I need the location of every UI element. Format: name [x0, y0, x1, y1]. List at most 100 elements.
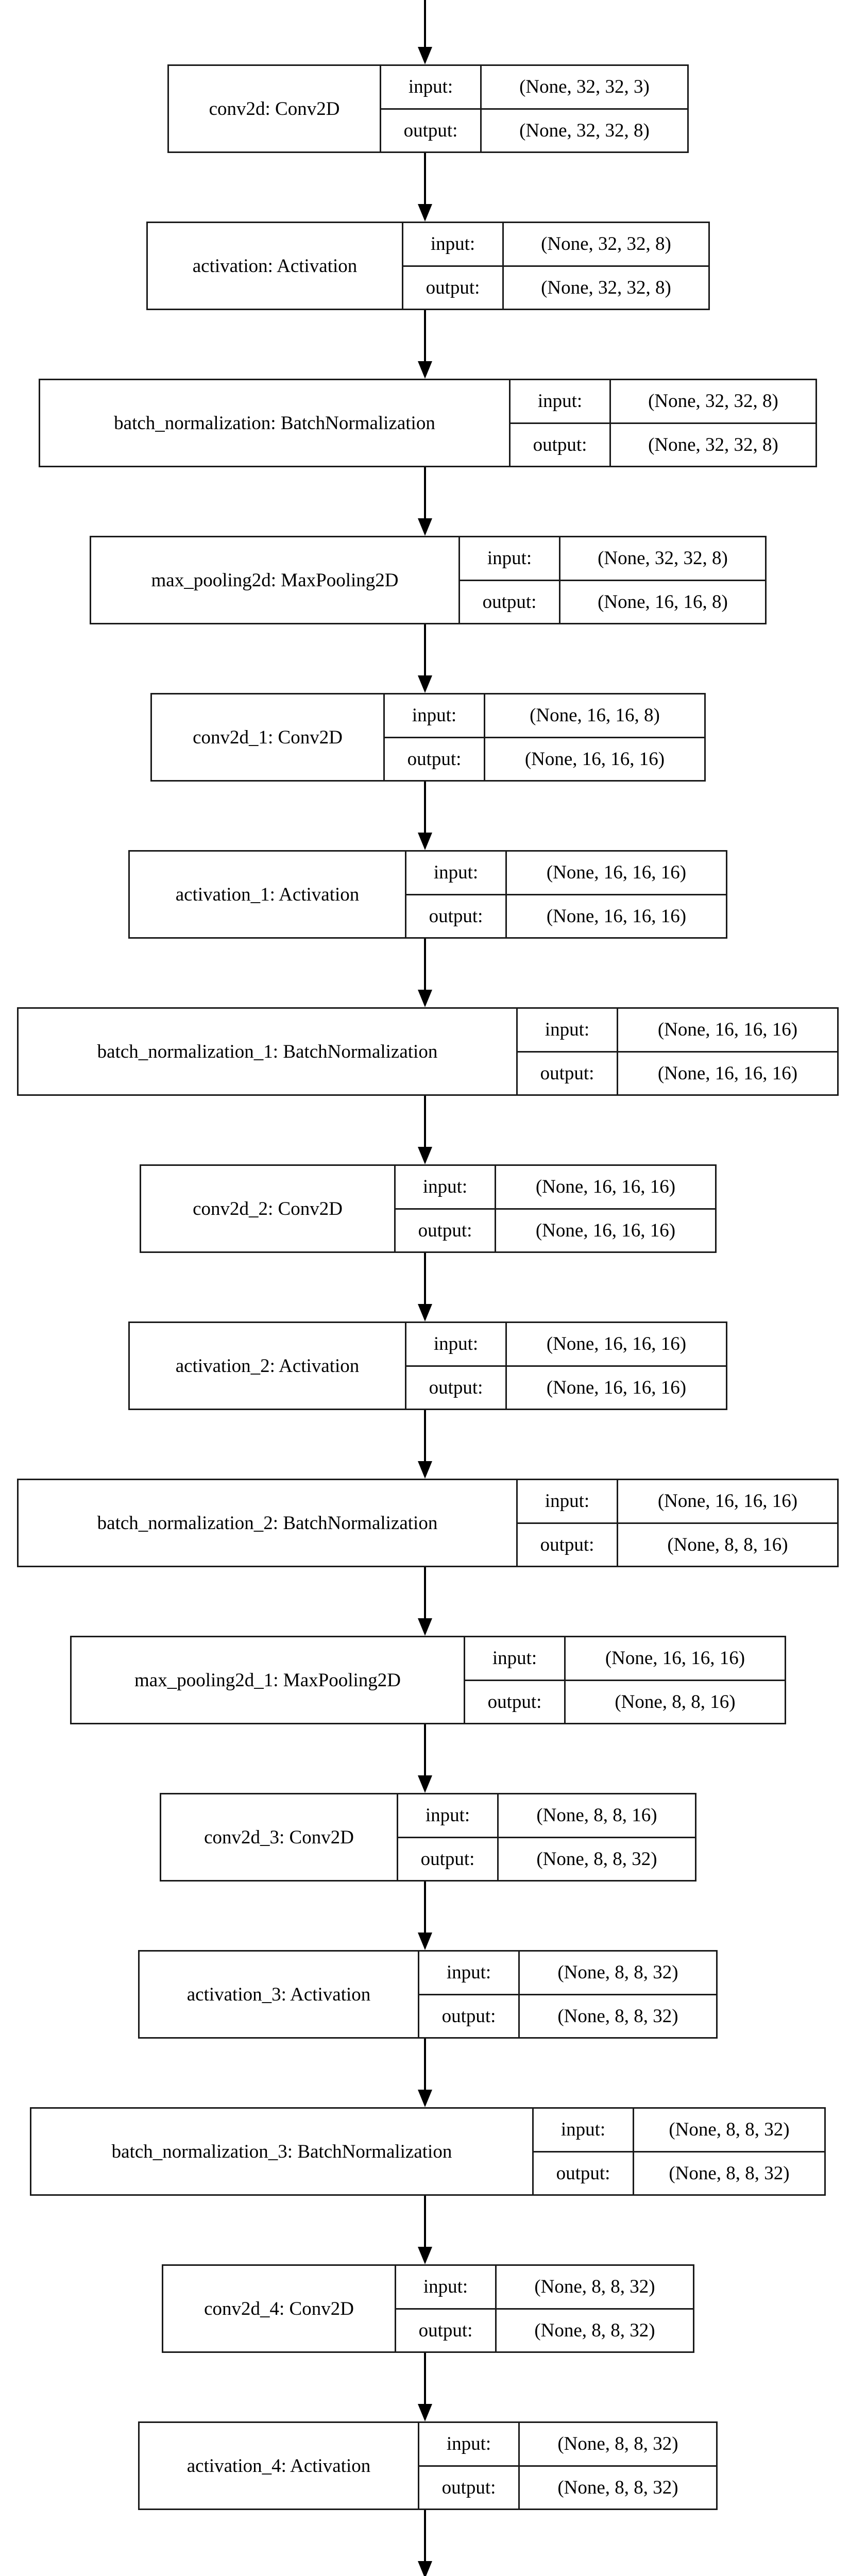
edge-arrow	[0, 1724, 850, 1793]
layer-output-shape: (None, 32, 32, 8)	[648, 434, 778, 455]
layer-output-row: output: (None, 8, 8, 32)	[396, 2309, 693, 2351]
layer-input-label: input:	[419, 2423, 520, 2465]
edge-arrow	[0, 2353, 850, 2421]
edge-arrow	[0, 624, 850, 693]
layer-output-label: output:	[396, 2309, 497, 2351]
layer-output-row: output:(None, 32, 32, 8)	[403, 266, 708, 309]
layer-output-row: output:(None, 16, 16, 16)	[385, 738, 704, 780]
layer-input-shape: (None, 8, 8, 32)	[669, 2119, 790, 2141]
arrowhead-icon	[418, 1933, 432, 1950]
layer-input-shape: (None, 8, 8, 32)	[557, 2433, 678, 2455]
layer-output-label: output:	[518, 1052, 618, 1094]
layer-output-row: output:(None, 16, 16, 16)	[396, 1209, 715, 1251]
edge-arrow	[0, 1410, 850, 1479]
edge-line	[424, 1882, 426, 1935]
layer-input-label: input:	[465, 1637, 566, 1680]
layer-name: conv2d_4: Conv2D	[163, 2266, 396, 2351]
layer-io-table: input:(None, 8, 8, 32)output:(None, 8, 8…	[419, 1952, 716, 2037]
layer-input-row: input: (None, 32, 32, 8)	[511, 380, 815, 424]
layer-name: activation: Activation	[148, 223, 403, 309]
layer-node[interactable]: batch_normalization_3: BatchNormalizatio…	[30, 2107, 826, 2196]
layer-input-row: input:(None, 16, 16, 16)	[406, 852, 726, 895]
edge-line	[424, 0, 426, 49]
layer-node[interactable]: batch_normalization_2: BatchNormalizatio…	[17, 1479, 839, 1567]
layer-input-shape: (None, 32, 32, 8)	[648, 391, 778, 412]
layer-output-shape: (None, 32, 32, 8)	[519, 120, 650, 141]
layer-input-row: input:(None, 16, 16, 16)	[396, 1166, 715, 1210]
layer-output-shape: (None, 16, 16, 16)	[546, 1377, 687, 1398]
edge-line	[424, 624, 426, 677]
layer-input-row: input:(None, 16, 16, 16)	[465, 1637, 785, 1681]
layer-output-label: output:	[511, 423, 611, 466]
layer-io-table: input:(None, 16, 16, 16)output:(None, 8,…	[465, 1637, 785, 1723]
layer-name: batch_normalization_1: BatchNormalizatio…	[19, 1009, 518, 1094]
layer-output-row: output:(None, 8, 8, 32)	[419, 1995, 716, 2037]
layer-output-row: output:(None, 8, 8, 32)	[398, 1838, 695, 1880]
layer-io-table: input: (None, 8, 8, 32)output: (None, 8, 8…	[396, 2266, 693, 2351]
layer-input-row: input:(None, 32, 32, 8)	[403, 223, 708, 267]
edge-line	[424, 2039, 426, 2092]
layer-output-label: output:	[385, 738, 485, 780]
layer-input-row: input:(None, 8, 8, 32)	[419, 1952, 716, 1995]
layer-name: conv2d: Conv2D	[169, 66, 381, 151]
layer-output-shape: (None, 8, 8, 32)	[534, 2319, 655, 2341]
edge-arrow	[0, 2039, 850, 2107]
layer-name: max_pooling2d_1: MaxPooling2D	[72, 1637, 465, 1723]
layer-output-shape: (None, 16, 16, 16)	[657, 1062, 798, 1084]
layer-input-label: input:	[406, 1323, 507, 1365]
layer-output-row: output:(None, 8, 8, 16)	[465, 1681, 785, 1723]
layer-output-row: output:(None, 16, 16, 8)	[460, 581, 765, 623]
layer-output-label: output:	[398, 1838, 499, 1880]
arrowhead-icon	[418, 518, 432, 536]
layer-input-row: input:(None, 16, 16, 8)	[385, 694, 704, 738]
layer-output-shape: (None, 16, 16, 8)	[598, 591, 728, 613]
layer-output-shape: (None, 16, 16, 16)	[546, 905, 687, 927]
layer-input-row: input:(None, 8, 8, 16)	[398, 1794, 695, 1838]
edge-line	[424, 1724, 426, 1777]
layer-input-label: input:	[396, 2266, 497, 2308]
arrowhead-icon	[418, 2561, 432, 2576]
layer-input-shape: (None, 8, 8, 32)	[557, 1962, 678, 1984]
layer-output-shape: (None, 32, 32, 8)	[541, 277, 671, 298]
layer-name: conv2d_3: Conv2D	[161, 1794, 398, 1880]
layer-input-shape: (None, 16, 16, 16)	[657, 1019, 798, 1041]
layer-output-label: output:	[406, 895, 507, 937]
layer-io-table: input:(None, 32, 32, 3)output:(None, 32,…	[381, 66, 687, 151]
layer-node[interactable]: batch_normalization_1: BatchNormalizatio…	[17, 1007, 839, 1096]
arrowhead-icon	[418, 361, 432, 379]
arrowhead-icon	[418, 1147, 432, 1164]
layer-input-label: input:	[511, 380, 611, 422]
layer-io-table: input: (None, 8, 8, 32) output:(None, 8, 8…	[419, 2423, 716, 2509]
arrowhead-icon	[418, 2090, 432, 2107]
layer-input-row: input: (None, 16, 16, 16)	[518, 1009, 837, 1053]
edge-line	[424, 467, 426, 520]
layer-input-label: input:	[518, 1009, 618, 1051]
layer-io-table: input: (None, 32, 32, 8) output: (None, 32,…	[511, 380, 815, 466]
layer-input-label: input:	[396, 1166, 496, 1208]
layer-input-row: input:(None, 8, 8, 32)	[534, 2109, 824, 2153]
arrowhead-icon	[418, 1775, 432, 1793]
edge-line	[424, 2353, 426, 2406]
arrowhead-icon	[418, 47, 432, 64]
layer-output-row: output: (None, 32, 32, 8)	[511, 423, 815, 466]
edge-line	[424, 782, 426, 835]
edge-arrow	[0, 1253, 850, 1321]
layer-input-label: input:	[403, 223, 504, 265]
layer-output-row: output:(None, 8, 8, 32)	[419, 2466, 716, 2509]
layer-input-shape: (None, 8, 8, 16)	[536, 1805, 657, 1826]
layer-name: conv2d_2: Conv2D	[141, 1166, 396, 1251]
